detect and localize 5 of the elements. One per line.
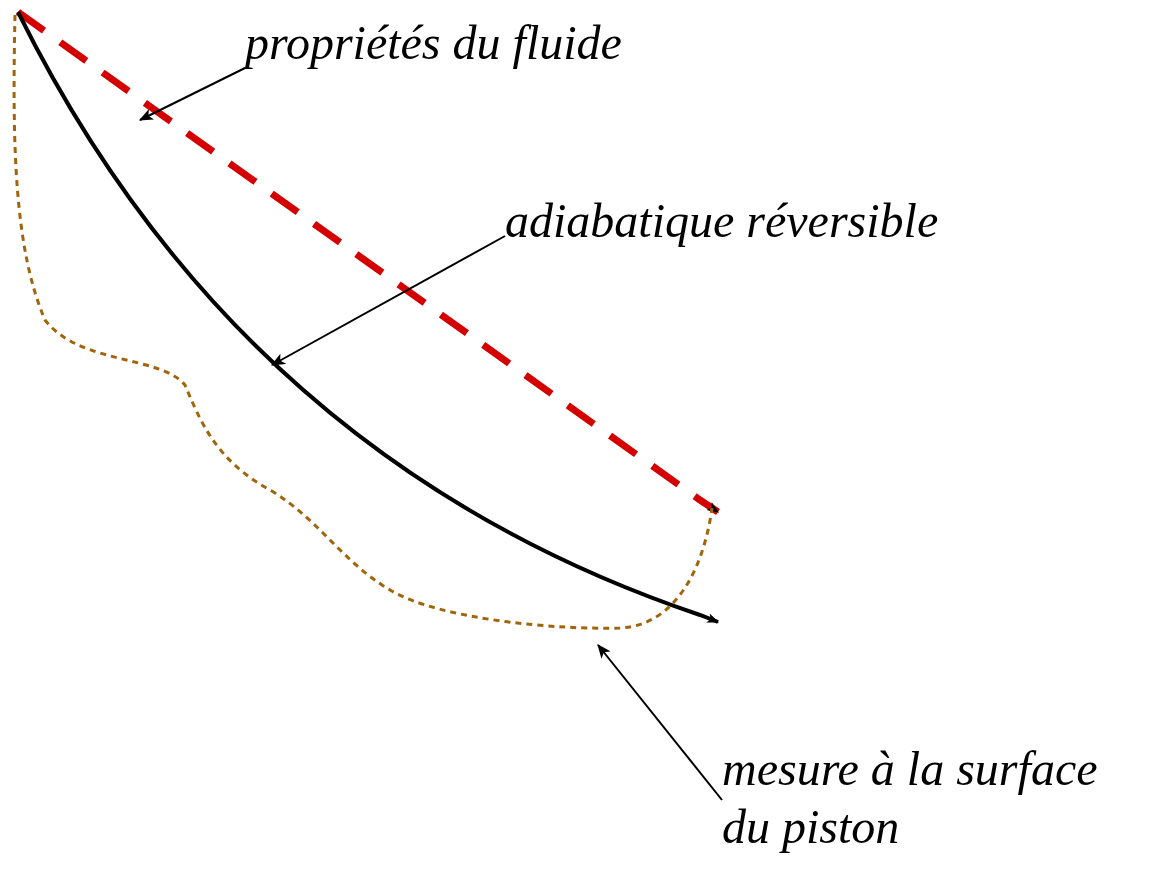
callout-label: mesure à la surface du piston xyxy=(722,740,1152,856)
leader-line xyxy=(138,67,246,121)
leader-line xyxy=(597,644,723,801)
leader-line xyxy=(271,235,506,366)
callout-label: adiabatique réversible xyxy=(505,192,939,250)
